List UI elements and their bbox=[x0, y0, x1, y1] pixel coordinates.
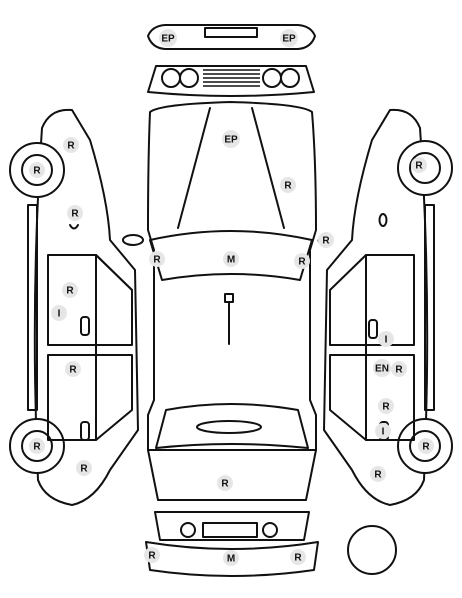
damage-mark-hood: EP bbox=[222, 130, 240, 148]
damage-mark-left-rear-wheel: R bbox=[29, 438, 45, 454]
damage-mark-rear-bumper-right: R bbox=[290, 549, 306, 565]
damage-mark-label: EP bbox=[161, 34, 175, 45]
damage-mark-windshield-right: R bbox=[294, 253, 310, 269]
damage-mark-label: R bbox=[422, 442, 430, 453]
damage-mark-label: EP bbox=[224, 135, 238, 146]
damage-mark-label: R bbox=[71, 209, 79, 220]
damage-mark-label: I bbox=[382, 427, 385, 438]
damage-mark-label: R bbox=[67, 141, 75, 152]
damage-mark-label: R bbox=[284, 181, 292, 192]
damage-mark-windshield-left: R bbox=[149, 251, 165, 267]
damage-mark-label: EP bbox=[282, 34, 296, 45]
damage-mark-right-front-door-i: I bbox=[378, 331, 394, 347]
damage-mark-trunk: R bbox=[217, 475, 233, 491]
damage-mark-label: R bbox=[33, 442, 41, 453]
damage-mark-label: R bbox=[374, 470, 382, 481]
damage-mark-rear-bumper-left: R bbox=[144, 547, 160, 563]
damage-mark-label: M bbox=[227, 554, 235, 565]
spare-circle bbox=[347, 525, 397, 575]
damage-mark-label: R bbox=[294, 553, 302, 564]
damage-mark-front-bumper-right: EP bbox=[280, 29, 298, 47]
damage-mark-left-mirror: R bbox=[67, 205, 83, 221]
damage-mark-windshield-center: M bbox=[223, 251, 239, 267]
damage-mark-front-bumper-left: EP bbox=[159, 29, 177, 47]
damage-mark-right-rear-door-i: I bbox=[375, 423, 391, 439]
damage-mark-hood-right: R bbox=[280, 177, 296, 193]
damage-mark-label: R bbox=[298, 257, 306, 268]
damage-mark-label: I bbox=[58, 309, 61, 320]
damage-mark-label: R bbox=[69, 365, 77, 376]
front-grille bbox=[147, 65, 315, 97]
damage-mark-right-mirror: R bbox=[318, 232, 334, 248]
damage-mark-right-rear-door-en: EN bbox=[373, 359, 391, 377]
car-body bbox=[122, 101, 324, 451]
damage-mark-right-rear-door-r: R bbox=[391, 361, 407, 377]
damage-mark-left-rear-quarter: R bbox=[76, 460, 92, 476]
damage-mark-label: R bbox=[33, 166, 41, 177]
trunk-lid bbox=[147, 449, 317, 501]
damage-mark-label: R bbox=[415, 161, 423, 172]
damage-mark-label: R bbox=[382, 402, 390, 413]
damage-mark-right-front-wheel: R bbox=[411, 157, 427, 173]
damage-mark-rear-bumper-center: M bbox=[223, 550, 239, 566]
front-bumper bbox=[147, 24, 316, 50]
damage-mark-left-rear-door: R bbox=[65, 361, 81, 377]
damage-mark-right-rear-wheel: R bbox=[418, 438, 434, 454]
damage-mark-left-front-door-i: I bbox=[51, 305, 67, 321]
damage-mark-right-rear-quarter: R bbox=[370, 466, 386, 482]
damage-mark-label: R bbox=[66, 286, 74, 297]
damage-mark-label: R bbox=[148, 551, 156, 562]
rear-bumper bbox=[145, 511, 319, 577]
damage-mark-label: R bbox=[153, 255, 161, 266]
damage-mark-left-front-fender: R bbox=[63, 137, 79, 153]
left-side bbox=[9, 108, 139, 506]
damage-mark-right-rear-door-r2: R bbox=[378, 398, 394, 414]
damage-mark-label: EN bbox=[375, 364, 389, 375]
damage-mark-label: R bbox=[395, 365, 403, 376]
damage-mark-label: M bbox=[227, 255, 235, 266]
damage-mark-left-front-wheel: R bbox=[29, 162, 45, 178]
damage-mark-label: R bbox=[80, 464, 88, 475]
damage-mark-left-front-door: R bbox=[62, 282, 78, 298]
damage-mark-label: I bbox=[385, 335, 388, 346]
damage-mark-label: R bbox=[221, 479, 229, 490]
damage-mark-label: R bbox=[322, 236, 330, 247]
